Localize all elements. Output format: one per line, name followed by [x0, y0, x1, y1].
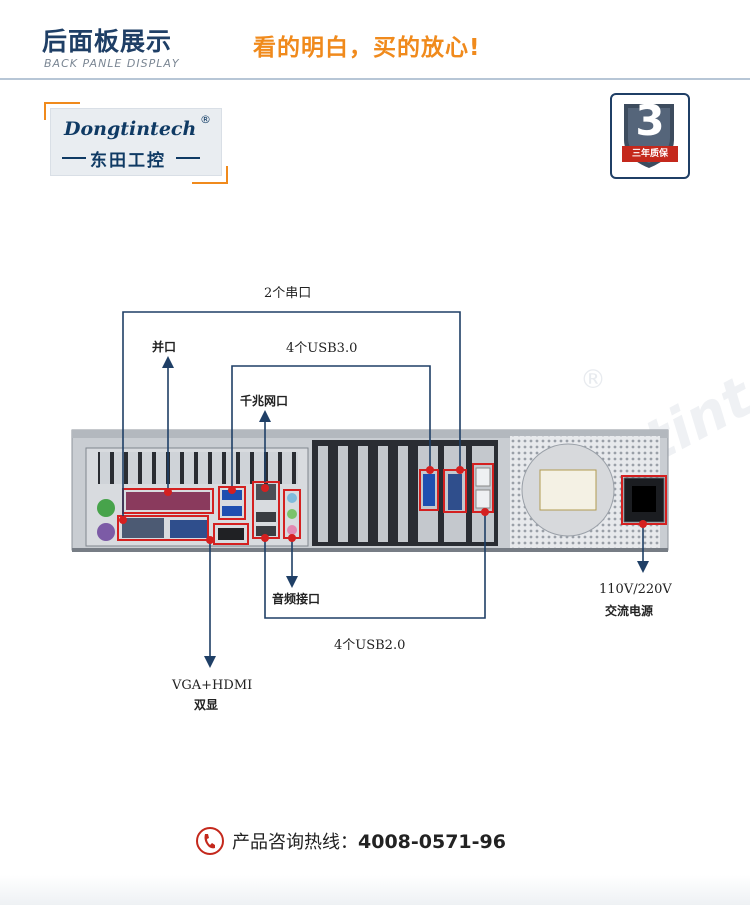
logo-corner-decoration — [44, 102, 80, 120]
label-usb3: 4个USB3.0 — [284, 337, 360, 356]
label-serial: 2个串口 — [262, 282, 314, 301]
header-divider — [0, 78, 750, 80]
label-power-sub: 交流电源 — [605, 604, 654, 618]
hotline-label: 产品咨询热线： — [232, 832, 358, 853]
label-display-sub: 双显 — [194, 698, 219, 712]
hotline: 产品咨询热线：4008-0571-96 — [232, 828, 506, 854]
page-subtitle: BACK PANLE DISPLAY — [44, 57, 180, 70]
logo — [50, 108, 222, 176]
label-display: VGA+HDMI — [172, 678, 253, 693]
registered-mark: ® — [200, 113, 211, 126]
watermark-reg: ® — [580, 365, 606, 395]
warranty-label: 三年质保 — [622, 146, 678, 162]
logo-dash — [62, 157, 86, 159]
label-power: 110V/220V — [599, 582, 672, 597]
logo-corner-decoration — [192, 166, 228, 184]
label-parallel: 并口 — [152, 340, 177, 354]
page-title: 后面板展示 — [42, 27, 173, 56]
label-audio: 音频接口 — [272, 592, 321, 606]
phone-icon — [196, 827, 224, 855]
footer-shadow — [0, 875, 750, 905]
warranty-number: 3 — [635, 96, 665, 145]
logo-brand-cn: 东田工控 — [90, 151, 166, 171]
label-usb2: 4个USB2.0 — [334, 638, 406, 653]
logo-dash — [176, 157, 200, 159]
hotline-number: 4008-0571-96 — [358, 831, 506, 853]
label-lan: 千兆网口 — [240, 394, 289, 408]
slogan: 看的明白，买的放心! — [253, 35, 481, 61]
logo-brand-en: Dongtintech — [64, 118, 197, 140]
